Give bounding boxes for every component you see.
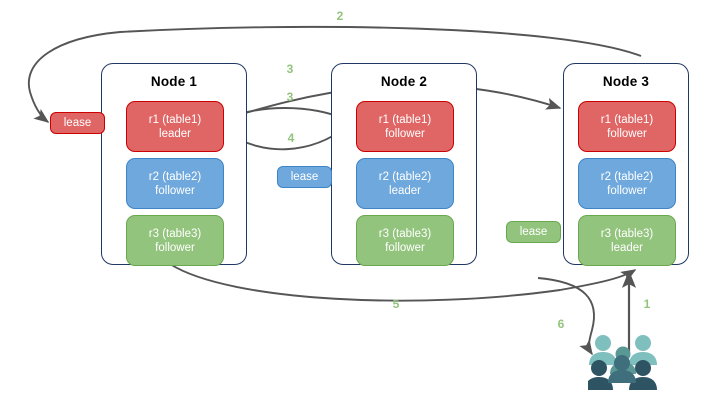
node-3-replica-r3[interactable]: r3 (table3) leader — [578, 215, 676, 266]
node-2-container[interactable]: Node 2 r1 (table1) follower r2 (table2) … — [331, 63, 477, 266]
step-label-3a: 3 — [286, 62, 294, 76]
node-2-replica-r3-name: r3 (table3) — [378, 227, 432, 240]
node-3-container[interactable]: Node 3 r1 (table1) follower r2 (table2) … — [563, 63, 689, 266]
people-front-row — [585, 360, 657, 390]
node-2-replica-r2-role: leader — [389, 184, 421, 197]
node-1-replica-r1[interactable]: r1 (table1) leader — [126, 101, 224, 152]
node-1-replica-r1-role: leader — [159, 127, 191, 140]
step-label-3b: 3 — [286, 90, 294, 104]
step-label-1: 1 — [643, 297, 651, 311]
lease-badge-r2[interactable]: lease — [277, 166, 332, 188]
node-2-replica-r2-name: r2 (table2) — [378, 170, 432, 183]
node-1-replica-r2-name: r2 (table2) — [148, 170, 202, 183]
node-3-replica-r1-name: r1 (table1) — [600, 113, 654, 126]
node-3-replica-r1[interactable]: r1 (table1) follower — [578, 101, 676, 152]
node-2-replica-r2[interactable]: r2 (table2) leader — [356, 158, 454, 209]
node-2-replica-r3[interactable]: r3 (table3) follower — [356, 215, 454, 266]
node-1-replica-r1-name: r1 (table1) — [148, 113, 202, 126]
step-label-6: 6 — [557, 317, 565, 331]
lease-badge-r1[interactable]: lease — [50, 112, 105, 134]
node-3-title: Node 3 — [602, 74, 650, 89]
node-1-title: Node 1 — [150, 74, 198, 89]
node-1-replica-r3-role: follower — [155, 241, 195, 254]
step-label-4: 4 — [287, 131, 295, 145]
node-2-replica-r3-role: follower — [385, 241, 425, 254]
lease-badge-r3-label: lease — [519, 226, 548, 238]
lease-badge-r2-label: lease — [290, 171, 319, 183]
node-1-replica-r2[interactable]: r2 (table2) follower — [126, 158, 224, 209]
people-front-center — [608, 355, 636, 383]
step-label-2: 2 — [336, 9, 344, 23]
node-2-title: Node 2 — [380, 74, 428, 89]
node-1-replica-r3[interactable]: r3 (table3) follower — [126, 215, 224, 266]
edge-5-node1-to-node3 — [169, 263, 637, 302]
node-3-replica-r2-role: follower — [607, 184, 647, 197]
users-group-icon — [585, 332, 672, 392]
node-3-replica-r3-name: r3 (table3) — [600, 227, 654, 240]
node-2-replica-r1-role: follower — [385, 127, 425, 140]
lease-badge-r1-label: lease — [63, 117, 92, 129]
node-1-replica-r2-role: follower — [155, 184, 195, 197]
lease-badge-r3[interactable]: lease — [506, 221, 561, 243]
step-label-5: 5 — [392, 297, 400, 311]
node-3-replica-r2-name: r2 (table2) — [600, 170, 654, 183]
node-3-replica-r2[interactable]: r2 (table2) follower — [578, 158, 676, 209]
node-1-container[interactable]: Node 1 r1 (table1) leader r2 (table2) fo… — [101, 63, 247, 266]
node-3-replica-r3-role: leader — [611, 241, 643, 254]
edge-6-node3-to-clients — [537, 277, 595, 356]
node-3-replica-r1-role: follower — [607, 127, 647, 140]
node-1-replica-r3-name: r3 (table3) — [148, 227, 202, 240]
node-2-replica-r1[interactable]: r1 (table1) follower — [356, 101, 454, 152]
node-2-replica-r1-name: r1 (table1) — [378, 113, 432, 126]
